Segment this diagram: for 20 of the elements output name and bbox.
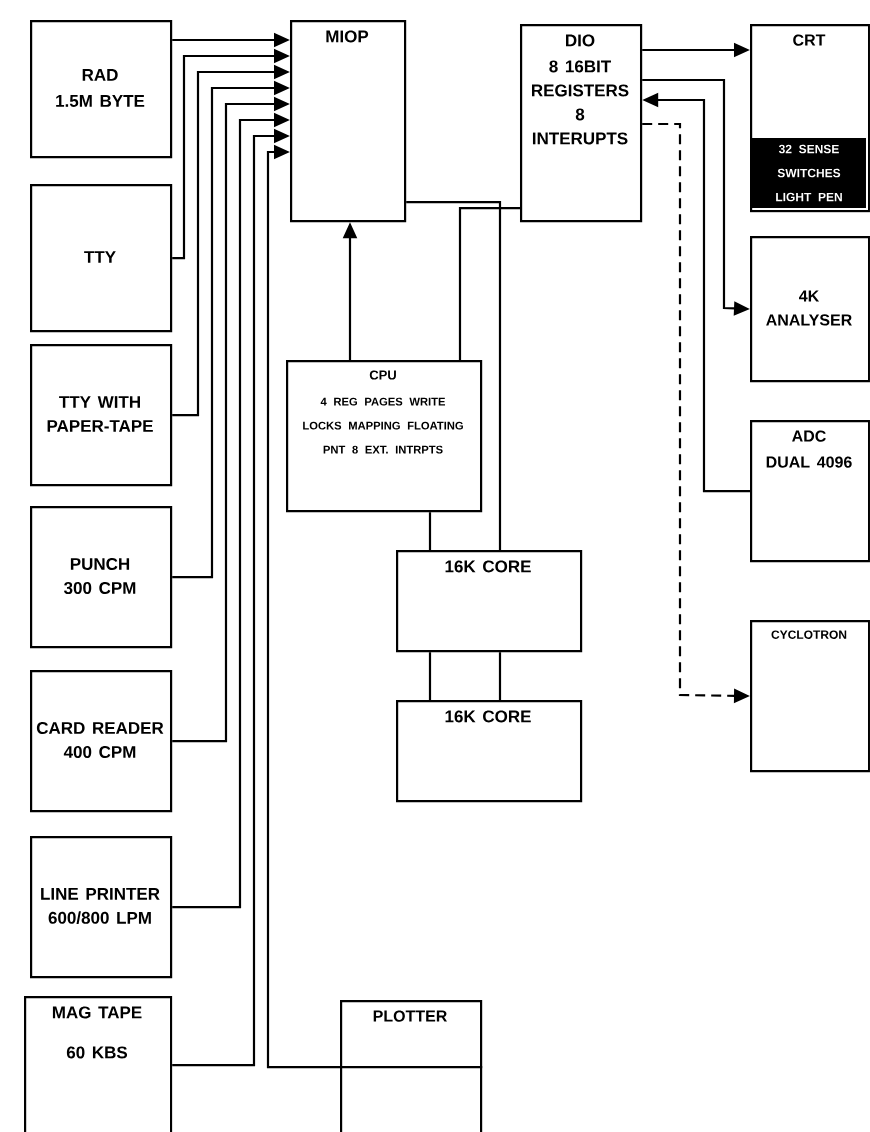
memory-box: 16K CORE: [396, 550, 583, 653]
connector-line: [428, 652, 432, 700]
device-box: RAD 1.5M BYTE: [30, 20, 173, 159]
connector-line: [428, 512, 432, 550]
connector-line: [406, 201, 502, 550]
memory-box: 16K CORE: [396, 700, 583, 803]
interface-box: DIO 8 16BIT REGISTERS 8 INTERUPTS: [520, 24, 643, 223]
device-box: CARD READER 400 CPM: [30, 670, 173, 813]
device-box: 4K ANALYSER: [750, 236, 870, 383]
device-box: PUNCH 300 CPM: [30, 506, 173, 649]
connector-line: [498, 652, 502, 700]
processor-box: MIOP: [290, 20, 407, 223]
device-box: MAG TAPE 60 KBS: [24, 996, 173, 1132]
device-box: PLOTTER: [340, 1000, 483, 1132]
connector-line: [266, 144, 483, 1069]
device-box: LINE PRINTER 600/800 LPM: [30, 836, 173, 979]
connector-line: [458, 207, 520, 360]
device-box: TTY WITH PAPER-TAPE: [30, 344, 173, 487]
device-box: ADC DUAL 4096: [750, 420, 870, 563]
device-box: TTY: [30, 184, 173, 333]
